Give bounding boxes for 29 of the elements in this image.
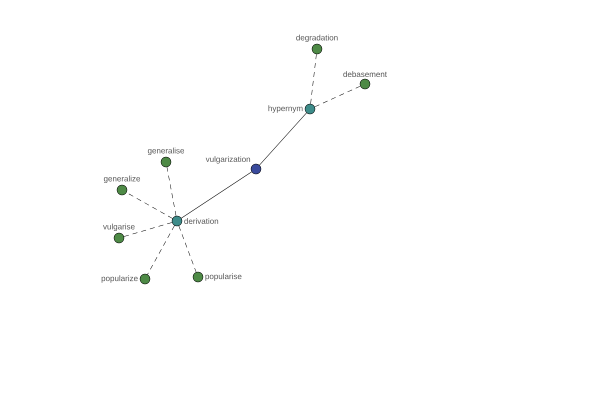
graph-node: hypernym bbox=[268, 104, 316, 114]
node-label: popularize bbox=[102, 275, 138, 283]
graph-node: vulgarization bbox=[206, 156, 262, 174]
node-label: hypernym bbox=[268, 105, 303, 113]
node-label: vulgarization bbox=[206, 156, 250, 164]
connector-line bbox=[147, 225, 175, 275]
connector-line bbox=[166, 166, 176, 216]
node-label: generalize bbox=[104, 176, 140, 184]
graph-node: generalise bbox=[148, 148, 184, 168]
graph-node: vulgarise bbox=[103, 224, 135, 244]
graph-node: popularize bbox=[102, 274, 150, 284]
connector-line bbox=[178, 226, 196, 272]
connector-line bbox=[126, 192, 173, 219]
connector-line bbox=[314, 86, 360, 108]
node-label: generalise bbox=[148, 148, 184, 156]
graph-node: generalize bbox=[104, 176, 140, 196]
node-label: derivation bbox=[184, 218, 218, 224]
node-label: debasement bbox=[343, 71, 387, 78]
connector-line bbox=[124, 222, 172, 237]
connector-line bbox=[259, 112, 307, 166]
node-label: vulgarise bbox=[103, 224, 135, 232]
node-label: popularise bbox=[205, 273, 242, 281]
graph-node: derivation bbox=[172, 216, 218, 226]
connector-line bbox=[181, 172, 252, 218]
connector-line bbox=[310, 54, 317, 104]
graph-node: degradation bbox=[296, 34, 338, 54]
graph-node: popularise bbox=[192, 272, 242, 282]
graph-node: debasement bbox=[343, 71, 387, 90]
node-label: degradation bbox=[296, 34, 338, 42]
